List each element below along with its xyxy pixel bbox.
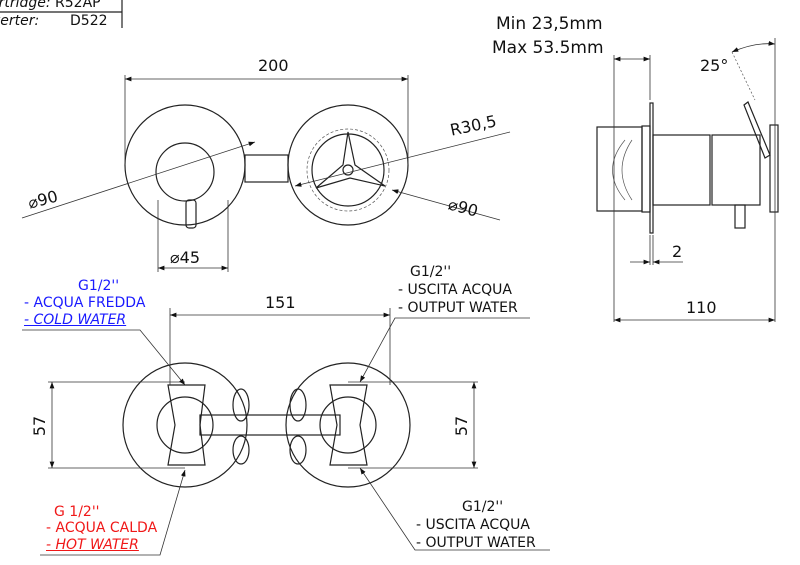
output-bottom-en: - OUTPUT WATER xyxy=(416,535,536,551)
dim-plate-thickness: 2 xyxy=(672,242,683,261)
cold-label-en: - COLD WATER xyxy=(24,312,127,328)
dim-width-200: 200 xyxy=(258,56,289,75)
cold-label-it: - ACQUA FREDDA xyxy=(24,295,146,311)
diverter-label: verter: xyxy=(0,13,40,29)
output-bottom-it: - USCITA ACQUA xyxy=(416,517,530,533)
bottom-view xyxy=(22,308,550,556)
cartridge-label: artridge: R52AP xyxy=(0,0,101,11)
dim-knob-dia: ⌀45 xyxy=(170,248,200,267)
dim-angle: 25° xyxy=(700,56,729,75)
hot-thread: G 1/2'' xyxy=(54,504,100,520)
side-view xyxy=(596,38,779,323)
output-bottom-thread: G1/2'' xyxy=(462,499,504,515)
output-top-en: - OUTPUT WATER xyxy=(398,300,518,316)
hot-label-en: - HOT WATER xyxy=(46,537,139,553)
hot-label-it: - ACQUA CALDA xyxy=(46,520,158,536)
dim-height-right: 57 xyxy=(452,415,472,437)
cold-thread: G1/2'' xyxy=(78,278,120,294)
output-top-thread: G1/2'' xyxy=(410,264,452,280)
max-depth: Max 53.5mm xyxy=(492,38,604,58)
dim-height-left: 57 xyxy=(30,415,50,437)
front-view xyxy=(21,75,511,272)
title-block-lines xyxy=(0,0,123,28)
dim-total-depth: 110 xyxy=(686,298,717,317)
min-depth: Min 23,5mm xyxy=(496,14,603,34)
output-top-it: - USCITA ACQUA xyxy=(398,282,512,298)
diverter-value: D522 xyxy=(70,13,108,29)
dim-center-distance: 151 xyxy=(265,293,296,312)
